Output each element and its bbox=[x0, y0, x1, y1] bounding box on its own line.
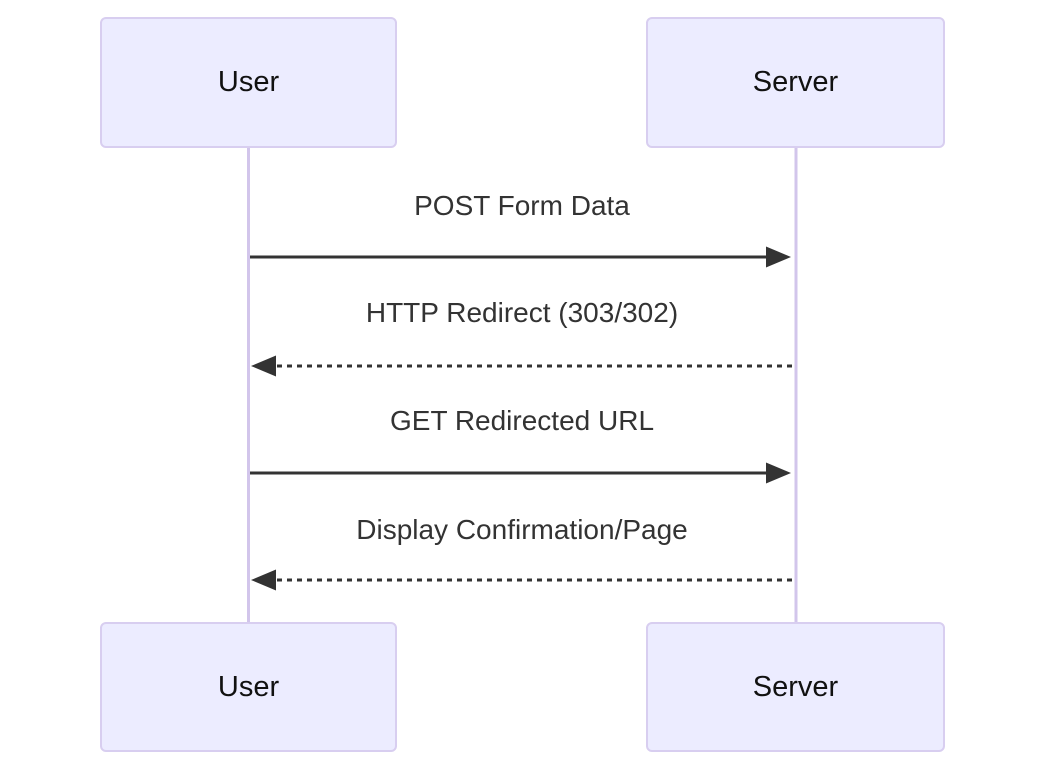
message-3-label: GET Redirected URL bbox=[389, 405, 655, 436]
actor-label-server-bottom: Server bbox=[752, 670, 839, 703]
actor-box-server-bottom: Server bbox=[646, 622, 945, 752]
actor-label-user-top: User bbox=[217, 66, 280, 98]
actor-label-server-top: Server bbox=[752, 66, 839, 98]
message-4-label: Display Confirmation/Page bbox=[356, 514, 688, 545]
actor-box-user-top: User bbox=[100, 17, 397, 148]
actor-label-user-bottom: User bbox=[217, 670, 280, 703]
message-4-arrowhead-left-icon bbox=[251, 569, 276, 591]
actor-box-user-bottom: User bbox=[100, 622, 397, 752]
message-1-arrowhead-right-icon bbox=[766, 246, 791, 268]
message-2-arrowhead-left-icon bbox=[251, 355, 276, 377]
message-1-label: POST Form Data bbox=[414, 190, 630, 221]
actor-box-server-top: Server bbox=[646, 17, 945, 148]
message-2-label: HTTP Redirect (303/302) bbox=[365, 297, 679, 328]
message-3-arrowhead-right-icon bbox=[766, 462, 791, 484]
